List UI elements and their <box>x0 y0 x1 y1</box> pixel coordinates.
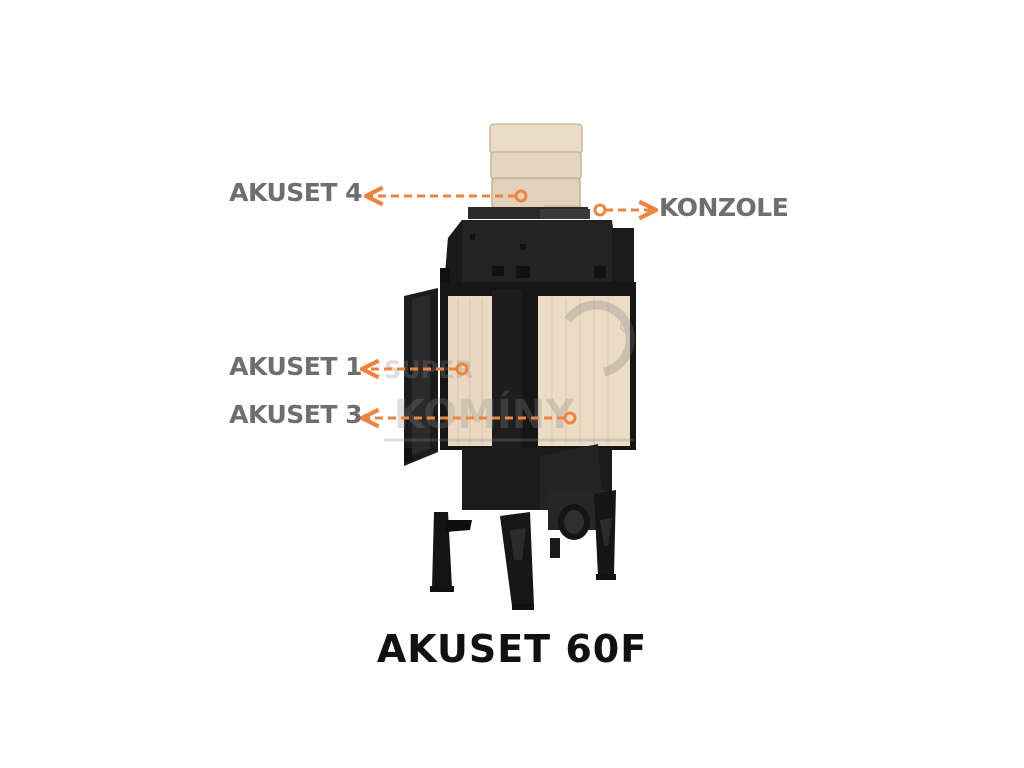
label-akuset-1: AKUSET 1 <box>229 352 362 381</box>
label-akuset-3: AKUSET 3 <box>229 400 362 429</box>
fireplace-lower-body <box>462 444 612 558</box>
firebox-frame <box>440 282 636 450</box>
callout-leader-akuset4 <box>368 191 528 201</box>
konzole-bracket <box>468 207 590 219</box>
product-title: AKUSET 60F <box>376 627 648 671</box>
watermark-logo: ® SUPER KOMÍNY <box>384 300 635 442</box>
fireplace-upper-body <box>440 220 634 288</box>
callout-leader-konzole <box>593 205 654 215</box>
fireplace-legs <box>430 490 616 610</box>
watermark-registered: ® <box>618 317 634 336</box>
akuset-4-stones <box>489 123 583 217</box>
watermark-text-kominy: KOMÍNY <box>394 390 575 438</box>
label-konzole: KONZOLE <box>659 193 789 222</box>
callout-leader-akuset3 <box>364 413 577 423</box>
callout-leader-akuset1 <box>364 364 469 374</box>
label-akuset-4: AKUSET 4 <box>229 178 362 207</box>
open-side-door <box>404 288 438 466</box>
